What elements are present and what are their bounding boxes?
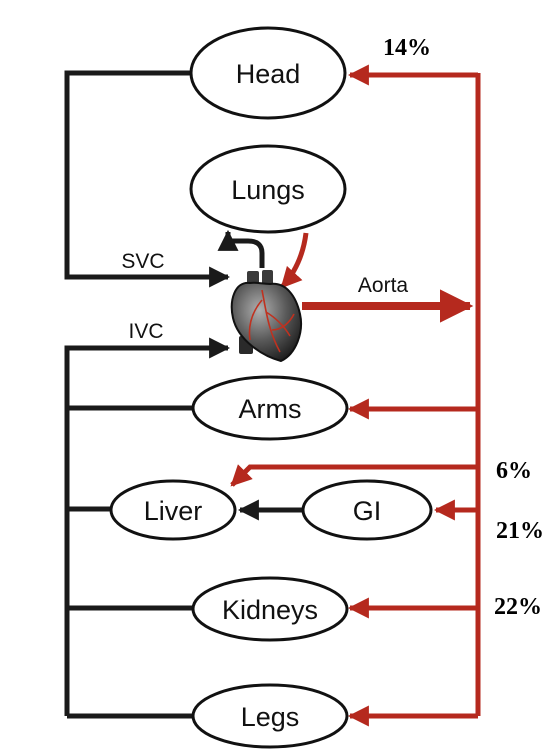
svc-label: SVC xyxy=(121,250,164,273)
liver-flow-percent: 6% xyxy=(496,458,532,484)
organ-kidneys-label: Kidneys xyxy=(222,595,318,625)
arterial-lines xyxy=(230,64,481,727)
ivc-trunk-line xyxy=(64,337,231,716)
kidneys-flow-percent: 22% xyxy=(494,594,542,620)
pulmonary-return-line xyxy=(280,232,309,289)
organ-head: Head xyxy=(189,26,347,120)
aorta-label: Aorta xyxy=(358,274,409,297)
organ-kidneys: Kidneys xyxy=(191,576,349,642)
organ-lungs: Lungs xyxy=(189,144,347,234)
organ-arms: Arms xyxy=(191,375,349,441)
organ-legs-label: Legs xyxy=(241,702,300,732)
head-flow-percent: 14% xyxy=(383,35,431,61)
organ-legs: Legs xyxy=(191,683,349,749)
liver-arterial-line xyxy=(230,464,478,487)
venous-lines xyxy=(64,70,302,719)
organ-arms-label: Arms xyxy=(239,394,302,424)
pulmonary-out-line xyxy=(217,229,265,268)
organ-gi-label: GI xyxy=(353,496,382,526)
head-venous-line xyxy=(64,70,231,288)
organ-liver-label: Liver xyxy=(144,496,203,526)
organ-gi: GI xyxy=(301,479,433,541)
heart-icon xyxy=(230,270,302,363)
organ-head-label: Head xyxy=(236,59,301,89)
organ-liver: Liver xyxy=(109,479,237,541)
gi-flow-percent: 21% xyxy=(496,518,544,544)
ivc-label: IVC xyxy=(128,320,163,343)
organ-lungs-label: Lungs xyxy=(231,175,305,205)
